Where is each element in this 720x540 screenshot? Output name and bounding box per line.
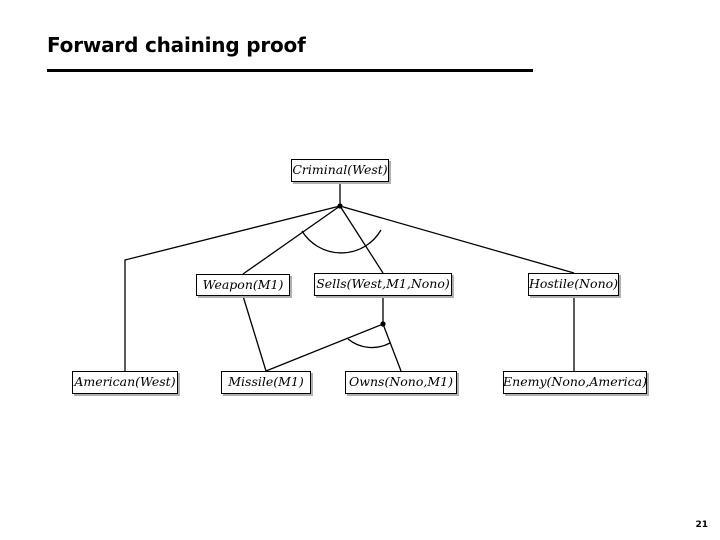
edge-junction-missile bbox=[265, 323, 384, 372]
node-missile[interactable]: Missile(M1) bbox=[221, 371, 311, 394]
node-hostile-label: Hostile(Nono) bbox=[528, 276, 619, 292]
junction-dot-criminal bbox=[337, 203, 343, 209]
node-hostile[interactable]: Hostile(Nono) bbox=[528, 273, 619, 296]
edge-junction-hostile bbox=[339, 205, 575, 274]
node-weapon[interactable]: Weapon(M1) bbox=[196, 274, 290, 296]
junction-dot-group bbox=[337, 203, 386, 327]
page-title: Forward chaining proof bbox=[47, 33, 306, 57]
edge-group bbox=[124, 182, 575, 372]
edge-junction-american bbox=[124, 205, 341, 371]
and-arc-criminal bbox=[301, 229, 382, 254]
node-american[interactable]: American(West) bbox=[72, 371, 178, 394]
node-sells-label: Sells(West,M1,Nono) bbox=[316, 276, 450, 292]
page-number: 21 bbox=[695, 520, 708, 530]
edge-junction-weapon bbox=[242, 205, 341, 275]
edge-weapon-missile bbox=[242, 295, 267, 372]
edge-junction-owns bbox=[382, 323, 402, 372]
node-weapon-label: Weapon(M1) bbox=[202, 276, 284, 292]
node-criminal-label: Criminal(West) bbox=[292, 162, 388, 178]
and-arc-sells bbox=[347, 338, 391, 349]
node-owns[interactable]: Owns(Nono,M1) bbox=[345, 371, 457, 394]
node-sells[interactable]: Sells(West,M1,Nono) bbox=[314, 273, 452, 296]
junction-dot-sells bbox=[380, 321, 386, 327]
node-owns-label: Owns(Nono,M1) bbox=[349, 374, 453, 390]
node-american-label: American(West) bbox=[74, 374, 176, 390]
title-divider bbox=[47, 69, 533, 72]
node-enemy-label: Enemy(Nono,America) bbox=[503, 374, 647, 390]
node-criminal[interactable]: Criminal(West) bbox=[291, 159, 389, 182]
edge-junction-sells bbox=[339, 205, 384, 274]
node-enemy[interactable]: Enemy(Nono,America) bbox=[503, 371, 647, 394]
node-missile-label: Missile(M1) bbox=[228, 374, 304, 390]
